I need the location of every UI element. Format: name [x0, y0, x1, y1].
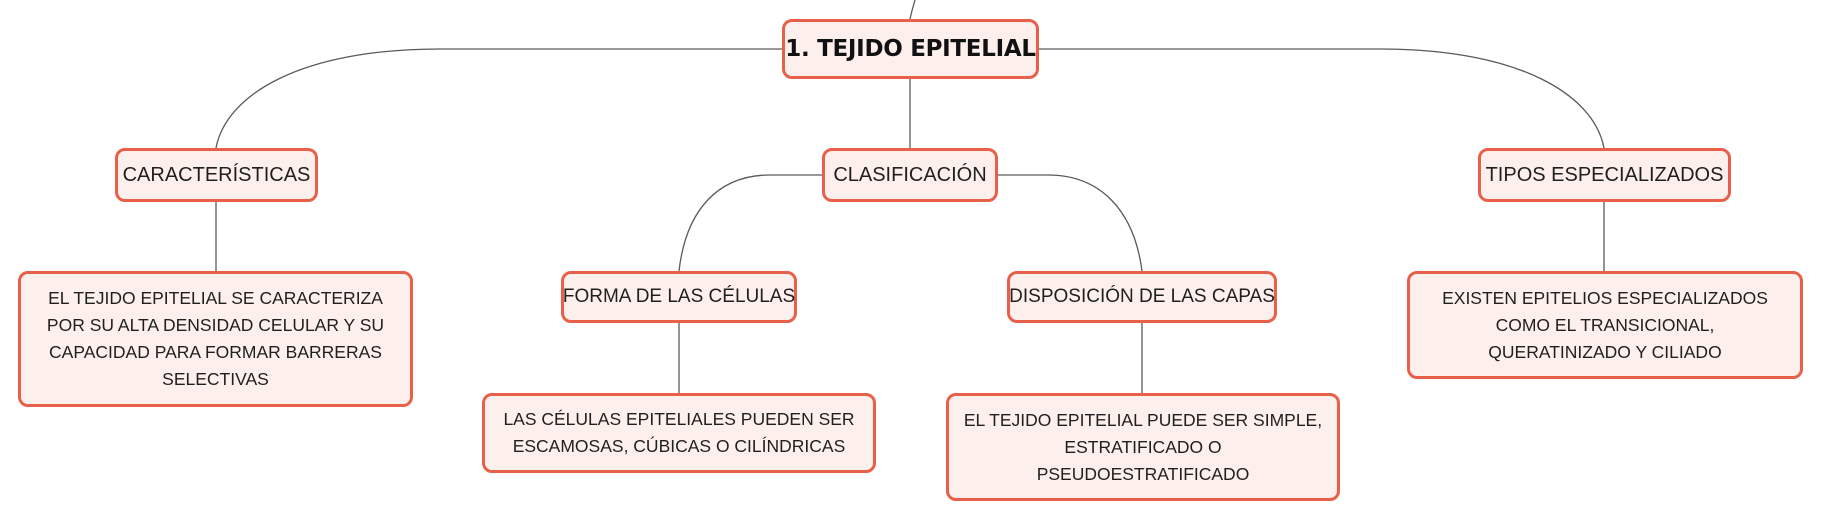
branch-node-label: TIPOS ESPECIALIZADOS — [1485, 163, 1724, 186]
detail-node-text: LAS CÉLULAS EPITELIALES PUEDEN SER ESCAM… — [503, 409, 855, 456]
branch-node-clasificacion[interactable]: CLASIFICACIÓN — [822, 148, 998, 202]
detail-node-text: EL TEJIDO EPITELIAL PUEDE SER SIMPLE, ES… — [963, 409, 1323, 484]
detail-node-forma-celulas[interactable]: LAS CÉLULAS EPITELIALES PUEDEN SER ESCAM… — [482, 393, 876, 473]
subbranch-node-disposicion-capas[interactable]: DISPOSICIÓN DE LAS CAPAS — [1007, 271, 1277, 323]
subbranch-node-forma-celulas[interactable]: FORMA DE LAS CÉLULAS — [561, 271, 797, 323]
detail-node-text: EL TEJIDO EPITELIAL SE CARACTERIZA POR S… — [46, 288, 385, 389]
root-node-label: 1. TEJIDO EPITELIAL — [785, 36, 1036, 62]
branch-node-caracteristicas[interactable]: CARACTERÍSTICAS — [115, 148, 318, 202]
connector-clasificacion-forma — [678, 174, 822, 272]
subbranch-node-label: FORMA DE LAS CÉLULAS — [562, 286, 796, 307]
branch-node-tipos-especializados[interactable]: TIPOS ESPECIALIZADOS — [1478, 148, 1731, 202]
connector-root-tipos — [1039, 48, 1605, 149]
connector-to-parent — [909, 0, 916, 20]
connector-clasificacion-disposicion — [998, 174, 1143, 272]
branch-node-label: CARACTERÍSTICAS — [122, 163, 311, 186]
branch-node-label: CLASIFICACIÓN — [833, 163, 987, 186]
detail-node-tipos-especializados[interactable]: EXISTEN EPITELIOS ESPECIALIZADOS COMO EL… — [1407, 271, 1803, 379]
detail-node-disposicion-capas[interactable]: EL TEJIDO EPITELIAL PUEDE SER SIMPLE, ES… — [946, 393, 1340, 501]
detail-node-caracteristicas[interactable]: EL TEJIDO EPITELIAL SE CARACTERIZA POR S… — [18, 271, 413, 407]
root-node-tejido-epitelial[interactable]: 1. TEJIDO EPITELIAL — [782, 19, 1039, 79]
detail-node-text: EXISTEN EPITELIOS ESPECIALIZADOS COMO EL… — [1442, 287, 1768, 362]
connector-root-caracteristicas — [215, 48, 782, 149]
subbranch-node-label: DISPOSICIÓN DE LAS CAPAS — [1009, 286, 1275, 307]
